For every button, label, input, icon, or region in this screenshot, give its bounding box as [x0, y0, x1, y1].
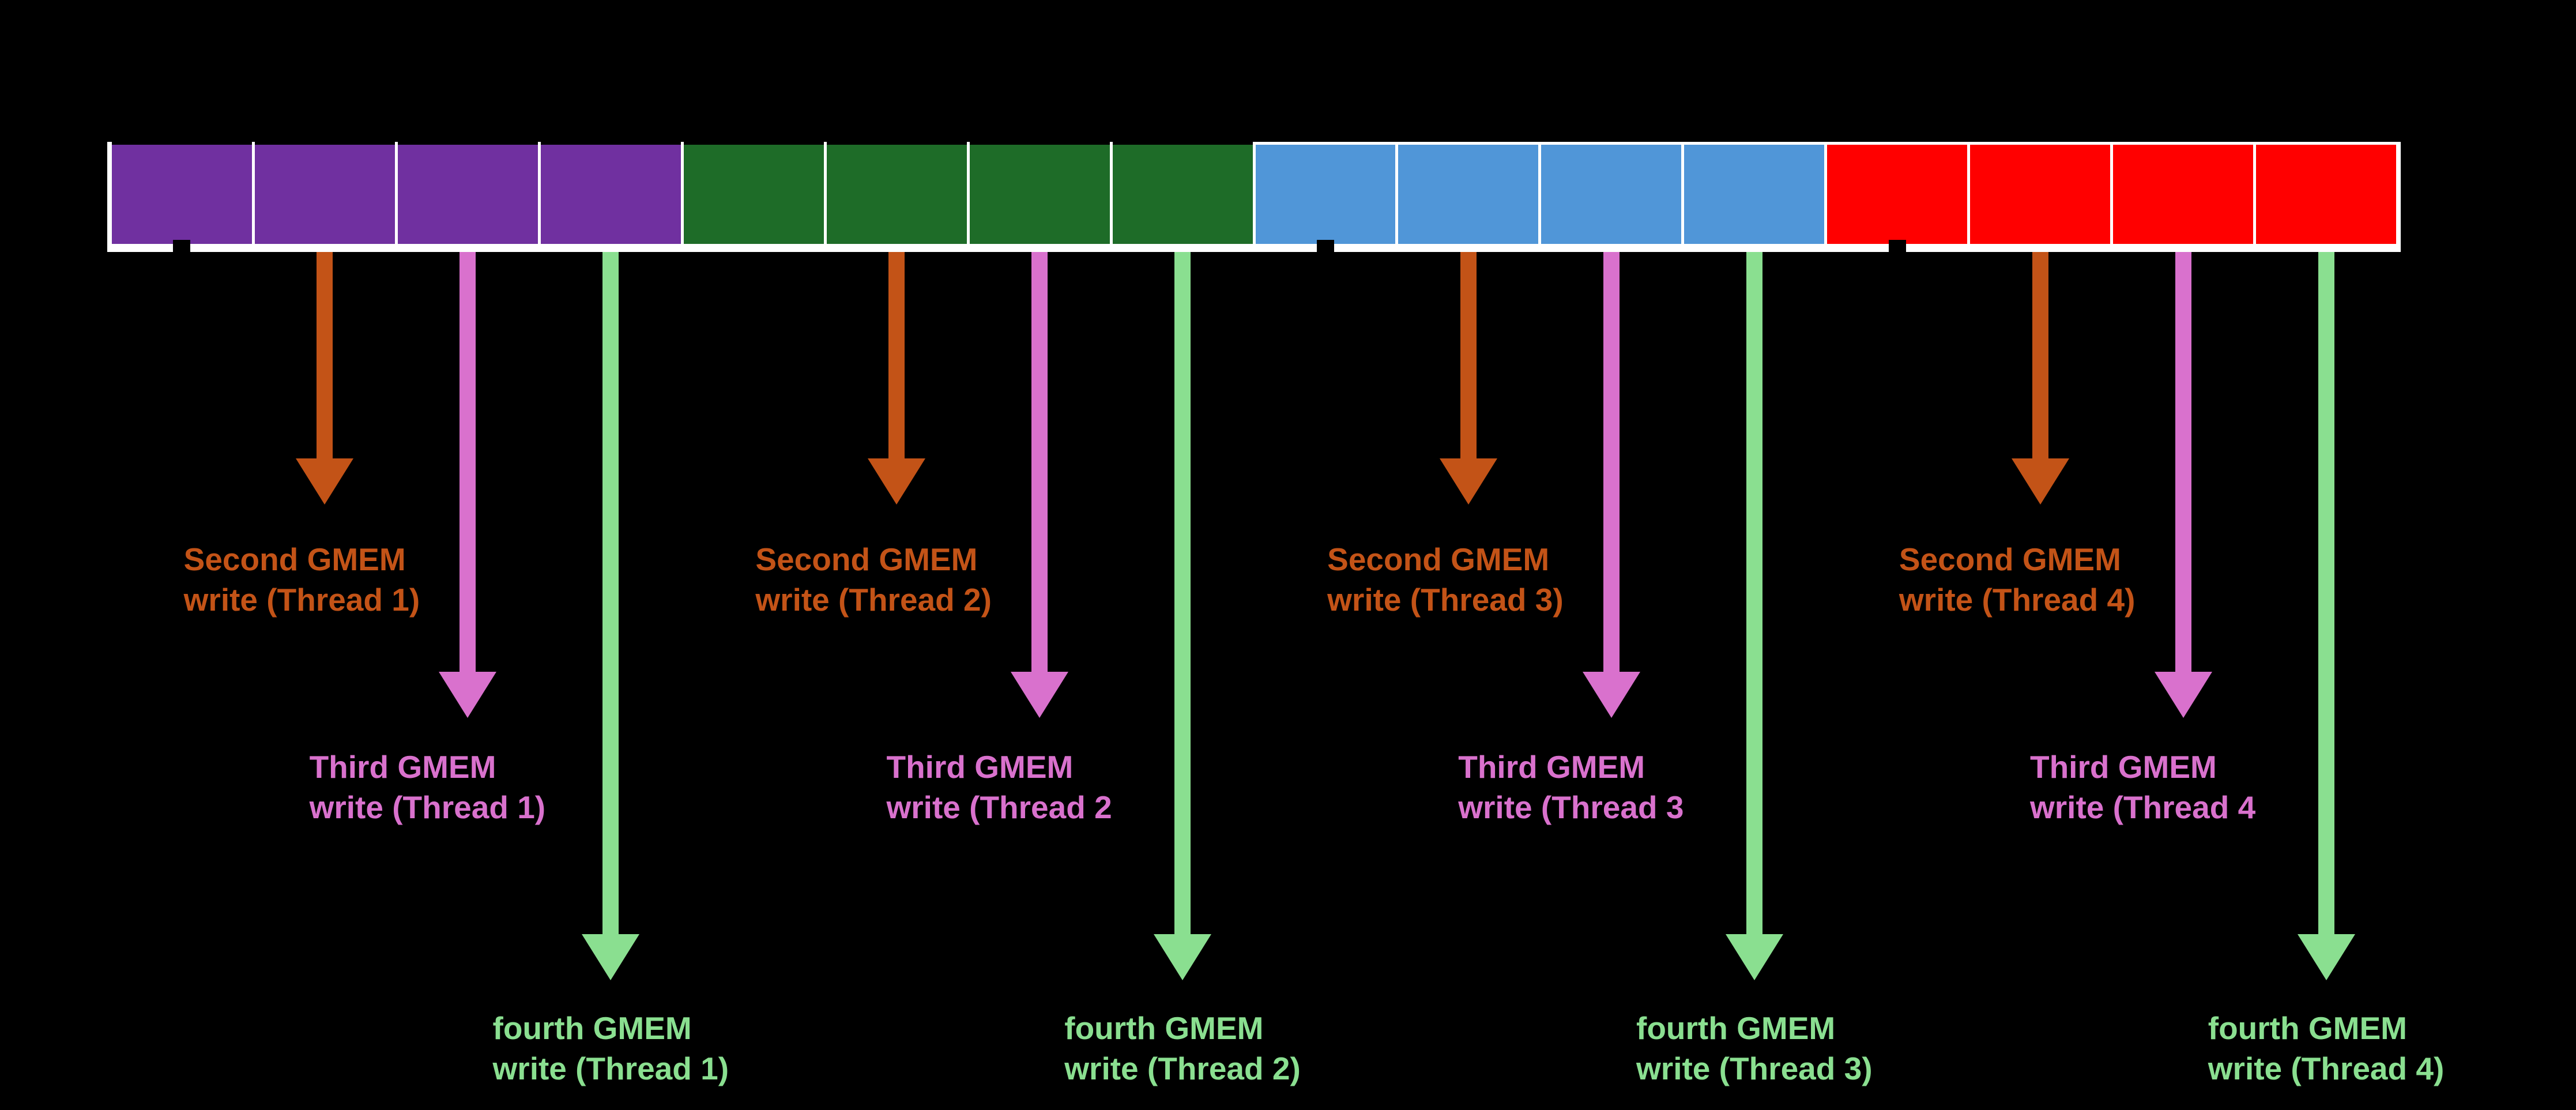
third-gmem-write-arrow: [1582, 252, 1640, 718]
fourth-gmem-write-label: fourth GMEM write (Thread 4): [2208, 1008, 2445, 1089]
label-line-1: Third GMEM: [309, 749, 496, 785]
memory-cell: [254, 142, 395, 244]
second-gmem-write-arrow: [2011, 252, 2069, 505]
memory-cell: [969, 142, 1110, 244]
memory-cell: [1112, 142, 1253, 244]
label-line-2: write (Thread 3): [1327, 582, 1564, 618]
third-gmem-write-label: Third GMEM write (Thread 4: [2030, 747, 2255, 827]
label-line-2: write (Thread 2: [886, 789, 1112, 825]
fourth-gmem-write-label: fourth GMEM write (Thread 2): [1064, 1008, 1301, 1089]
arrow-shaft: [1031, 252, 1048, 672]
label-line-2: write (Thread 1): [309, 789, 546, 825]
arrow-head-down-icon: [1011, 672, 1069, 718]
label-line-1: fourth GMEM: [2208, 1010, 2407, 1046]
arrow-shaft: [2318, 252, 2334, 934]
arrow-shaft: [602, 252, 619, 934]
second-gmem-write-label: Second GMEM write (Thread 4): [1899, 539, 2136, 620]
memory-bar: [107, 142, 2401, 252]
arrow-head-down-icon: [868, 458, 926, 505]
second-gmem-write-arrow: [1439, 252, 1497, 505]
memory-cell: [1827, 145, 1968, 244]
second-gmem-write-arrow: [296, 252, 354, 505]
arrow-head-down-icon: [582, 934, 640, 980]
label-line-2: write (Thread 4: [2029, 789, 2256, 825]
arrow-head-down-icon: [1582, 672, 1640, 718]
fourth-gmem-write-arrow: [1154, 252, 1212, 980]
memory-cell: [1970, 145, 2111, 244]
third-gmem-write-label: Third GMEM write (Thread 3: [1458, 747, 1684, 827]
label-line-1: Second GMEM: [1327, 541, 1550, 577]
label-line-1: fourth GMEM: [1064, 1010, 1264, 1046]
memory-cell: [826, 142, 967, 244]
memory-cell: [112, 142, 252, 244]
label-line-2: write (Thread 3): [1636, 1051, 1873, 1086]
second-gmem-write-label: Second GMEM write (Thread 2): [755, 539, 992, 620]
arrow-shaft: [1174, 252, 1191, 934]
arrow-head-down-icon: [439, 672, 497, 718]
second-gmem-write-arrow: [868, 252, 926, 505]
fourth-gmem-write-label: fourth GMEM write (Thread 1): [493, 1008, 729, 1089]
memory-cell: [1255, 145, 1396, 244]
label-line-2: write (Thread 2): [755, 582, 992, 618]
label-line-1: Third GMEM: [886, 749, 1074, 785]
fourth-gmem-write-label: fourth GMEM write (Thread 3): [1636, 1008, 1873, 1089]
memory-cell: [540, 142, 681, 244]
label-line-2: write (Thread 2): [1064, 1051, 1301, 1086]
first-gmem-write-tick: [1316, 240, 1334, 257]
second-gmem-write-label: Second GMEM write (Thread 3): [1327, 539, 1564, 620]
first-gmem-write-tick: [173, 240, 191, 257]
third-gmem-write-arrow: [439, 252, 497, 718]
memory-cell: [397, 142, 538, 244]
label-line-2: write (Thread 4): [1899, 582, 2136, 618]
arrow-head-down-icon: [2154, 672, 2212, 718]
arrow-head-down-icon: [296, 458, 354, 505]
label-line-1: Second GMEM: [183, 541, 406, 577]
arrow-shaft: [1460, 252, 1477, 458]
arrow-shaft: [1603, 252, 1620, 672]
arrow-shaft: [1746, 252, 1762, 934]
third-gmem-write-label: Third GMEM write (Thread 1): [310, 747, 546, 827]
arrow-head-down-icon: [1154, 934, 1212, 980]
first-gmem-write-tick: [1888, 240, 1906, 257]
third-gmem-write-label: Third GMEM write (Thread 2: [886, 747, 1112, 827]
label-line-1: Second GMEM: [755, 541, 978, 577]
label-line-1: fourth GMEM: [492, 1010, 692, 1046]
label-line-1: Second GMEM: [1899, 541, 2121, 577]
fourth-gmem-write-arrow: [2297, 252, 2355, 980]
arrow-shaft: [2032, 252, 2048, 458]
label-line-2: write (Thread 1): [492, 1051, 729, 1086]
memory-cell: [1398, 145, 1539, 244]
third-gmem-write-arrow: [1011, 252, 1069, 718]
memory-cell: [1541, 145, 1682, 244]
arrow-shaft: [460, 252, 476, 672]
fourth-gmem-write-arrow: [1725, 252, 1783, 980]
arrow-head-down-icon: [2011, 458, 2069, 505]
fourth-gmem-write-arrow: [582, 252, 640, 980]
memory-cell: [1684, 145, 1825, 244]
arrow-shaft: [888, 252, 905, 458]
third-gmem-write-arrow: [2154, 252, 2212, 718]
second-gmem-write-label: Second GMEM write (Thread 1): [184, 539, 420, 620]
arrow-head-down-icon: [1439, 458, 1497, 505]
memory-cell: [2256, 145, 2396, 244]
label-line-2: write (Thread 4): [2208, 1051, 2445, 1086]
memory-cell: [683, 142, 824, 244]
label-line-1: Third GMEM: [1458, 749, 1645, 785]
arrow-shaft: [2175, 252, 2191, 672]
label-line-2: write (Thread 1): [183, 582, 420, 618]
label-line-1: fourth GMEM: [1636, 1010, 1836, 1046]
memory-cell: [2113, 145, 2254, 244]
arrow-head-down-icon: [1725, 934, 1783, 980]
arrow-shaft: [317, 252, 333, 458]
arrow-head-down-icon: [2297, 934, 2355, 980]
label-line-2: write (Thread 3: [1458, 789, 1684, 825]
label-line-1: Third GMEM: [2029, 749, 2217, 785]
